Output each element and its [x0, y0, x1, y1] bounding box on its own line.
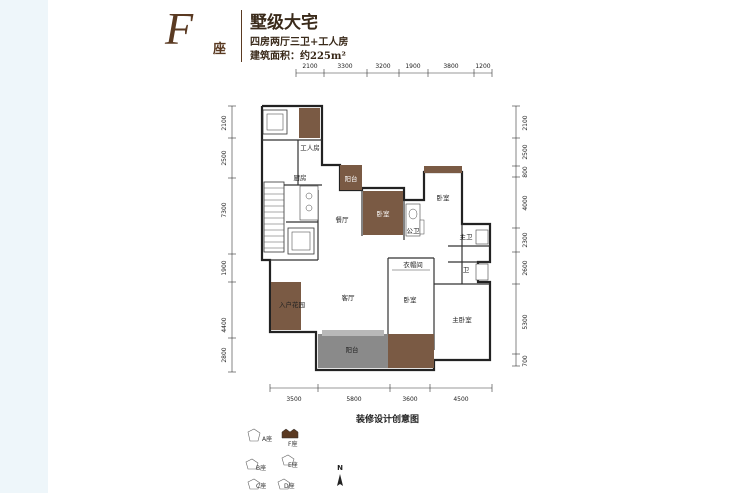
dim-left-5: 4400	[221, 317, 228, 332]
balcony-bottom-floor	[318, 334, 388, 368]
room-label-cloakroom: 衣帽间	[403, 260, 423, 269]
right-dimension-line	[512, 105, 520, 367]
site-label-b: B座	[256, 464, 266, 472]
room-label-bedroom-top: 卧室	[377, 209, 391, 218]
dim-top-6: 1200	[475, 63, 490, 70]
dim-right-1: 2100	[522, 115, 529, 130]
building-suffix: 座	[213, 42, 227, 57]
dim-right-3: 800	[522, 166, 529, 178]
site-building-a: A座	[247, 428, 272, 443]
left-background-strip	[0, 0, 48, 493]
site-label-f: F座	[288, 440, 297, 448]
balcony-bottom-floor-right	[388, 334, 434, 368]
top-dimension-line	[295, 69, 493, 77]
dim-right-8: 700	[522, 355, 529, 367]
public-wc-fixtures	[405, 203, 425, 237]
site-label-d: D座	[284, 482, 295, 490]
plan-caption: 装修设计创意图	[356, 415, 420, 425]
dim-top-4: 1900	[405, 63, 420, 70]
room-label-wc-small: 卫	[463, 266, 470, 274]
worker-room-floor	[299, 108, 320, 138]
site-building-c: C座	[247, 478, 266, 490]
header-divider	[241, 10, 242, 62]
site-building-d: D座	[277, 478, 295, 490]
dim-bottom-2: 5800	[346, 396, 361, 403]
bedroom-top-floor	[363, 191, 403, 235]
room-label-dining: 餐厅	[336, 215, 350, 224]
page-title: 墅级大宅	[250, 13, 318, 33]
dim-right-6: 2600	[522, 260, 529, 275]
north-arrow: N	[337, 464, 343, 486]
bottom-dimension-line	[269, 384, 493, 392]
left-dimension-line	[228, 105, 236, 373]
room-label-public-wc: 公卫	[407, 227, 421, 235]
balcony-top-floor	[340, 165, 362, 190]
dim-bottom-1: 3500	[286, 396, 301, 403]
dim-right-4: 4000	[522, 195, 529, 210]
dim-bottom-3: 3600	[402, 396, 417, 403]
dim-right-2: 2500	[522, 144, 529, 159]
dim-top-5: 3800	[443, 63, 458, 70]
dim-left-2: 2500	[221, 150, 228, 165]
dim-top-2: 3300	[337, 63, 352, 70]
area-label: 建筑面积：约225m²	[250, 51, 346, 62]
building-letter: F	[165, 3, 194, 54]
bedroom-right-balcony-floor	[424, 166, 462, 173]
dim-left-3: 7300	[221, 202, 228, 217]
elevator-bottom	[287, 227, 315, 255]
dim-top-1: 2100	[302, 63, 317, 70]
room-label-kitchen: 厨房	[294, 173, 307, 182]
dim-bottom-4: 4500	[453, 396, 468, 403]
layout-subtitle: 四房两厅三卫+工人房	[250, 37, 349, 48]
balcony-railing	[322, 330, 384, 336]
room-label-balcony-top: 阳台	[345, 174, 358, 183]
garden-floor	[271, 282, 301, 330]
room-label-living: 客厅	[342, 293, 356, 302]
site-label-e: E座	[288, 461, 298, 469]
dim-top-3: 3200	[375, 63, 390, 70]
room-label-balcony-bottom: 阳台	[346, 345, 359, 354]
dim-right-7: 5300	[522, 314, 529, 329]
staircase	[263, 181, 285, 253]
room-label-worker: 工人房	[300, 143, 320, 152]
room-label-garden: 入户花园	[279, 300, 305, 309]
site-label-c: C座	[256, 482, 266, 490]
site-building-f: F座	[281, 428, 299, 448]
room-label-master-bedroom: 主卧室	[452, 315, 472, 324]
site-label-a: A座	[262, 435, 272, 443]
dim-left-4: 1900	[221, 260, 228, 275]
room-label-bedroom-right: 卧室	[437, 193, 451, 202]
elevator-top	[262, 109, 288, 135]
dim-left-1: 2100	[221, 115, 228, 130]
north-label: N	[337, 464, 343, 472]
dim-left-6: 2800	[221, 347, 228, 362]
kitchen-counter	[299, 185, 319, 221]
master-wc-fixtures	[475, 229, 489, 281]
north-arrow-icon	[337, 474, 343, 486]
site-building-e: E座	[281, 454, 298, 469]
room-label-master-wc: 主卫	[460, 232, 474, 241]
room-label-bedroom-mid: 卧室	[404, 295, 418, 304]
dim-right-5: 2300	[522, 232, 529, 247]
header: F 座 墅级大宅 四房两厅三卫+工人房 建筑面积：约225m²	[0, 0, 740, 70]
site-building-b: B座	[245, 458, 266, 472]
